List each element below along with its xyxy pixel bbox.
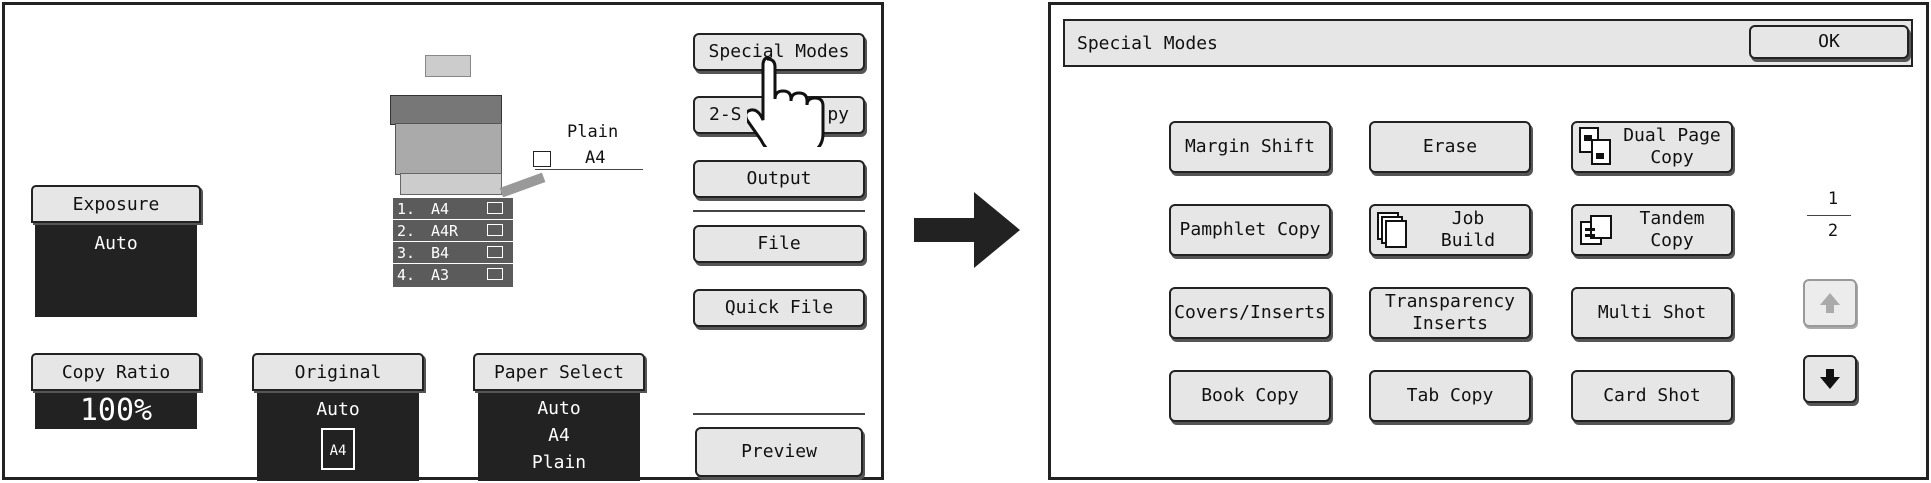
- page-current: 1: [1827, 189, 1839, 209]
- dual-page-icon: [1579, 127, 1613, 167]
- button-label: Copy: [1650, 230, 1694, 251]
- bypass-underline: [535, 169, 643, 170]
- tray-row[interactable]: 2.A4R: [393, 219, 513, 241]
- erase-button[interactable]: Erase: [1369, 121, 1531, 173]
- page-up-button[interactable]: [1803, 279, 1857, 327]
- button-label: Book Copy: [1201, 385, 1299, 406]
- tray-row[interactable]: 3.B4: [393, 241, 513, 263]
- button-label: Tandem: [1639, 208, 1705, 229]
- button-label-group: Transparency Inserts: [1385, 291, 1515, 335]
- file-button[interactable]: File: [693, 225, 865, 263]
- arrow-down-icon: [1820, 369, 1840, 389]
- bypass-tray-icon: [533, 151, 551, 167]
- exposure-value: Auto: [94, 233, 138, 254]
- tray-icon: [487, 246, 503, 258]
- covers-inserts-button[interactable]: Covers/Inserts: [1169, 287, 1331, 339]
- exposure-value-box: Auto: [35, 225, 197, 317]
- quick-file-button[interactable]: Quick File: [693, 289, 865, 327]
- button-label: Transparency: [1384, 291, 1516, 312]
- tray-icon: [487, 202, 503, 214]
- paper-select-value-3: Plain: [531, 452, 587, 473]
- button-label: Copy: [1650, 147, 1694, 168]
- title-bar: Special Modes OK: [1063, 19, 1913, 67]
- job-build-icon: [1377, 212, 1407, 250]
- bypass-paper-size: A4: [585, 148, 606, 168]
- button-label: Margin Shift: [1184, 136, 1316, 157]
- page-down-button[interactable]: [1803, 355, 1857, 403]
- pamphlet-copy-button[interactable]: Pamphlet Copy: [1169, 204, 1331, 256]
- original-value-box: Auto A4: [257, 393, 419, 481]
- card-shot-button[interactable]: Card Shot: [1571, 370, 1733, 422]
- right-arrow-icon: [914, 192, 1020, 268]
- paper-select-value-1: Auto: [537, 398, 581, 419]
- button-label: Tab Copy: [1406, 385, 1494, 406]
- special-modes-button[interactable]: Special Modes: [693, 33, 865, 71]
- tray-row[interactable]: 4.A3: [393, 263, 513, 285]
- button-label-group: Job Build: [1441, 208, 1495, 252]
- copy-ratio-value-box: 100%: [35, 393, 197, 429]
- book-copy-button[interactable]: Book Copy: [1169, 370, 1331, 422]
- ok-button[interactable]: OK: [1749, 25, 1909, 59]
- button-label: Pamphlet Copy: [1179, 219, 1321, 240]
- paper-select-value-box: Auto A4 Plain: [478, 393, 640, 481]
- exposure-button[interactable]: Exposure: [31, 185, 201, 223]
- button-label: Erase: [1422, 136, 1478, 157]
- bypass-paper-type: Plain: [567, 122, 619, 142]
- tray-icon: [487, 224, 503, 236]
- hand-pointer-icon: [747, 57, 825, 147]
- original-size: A4: [329, 443, 347, 459]
- copy-ratio-button[interactable]: Copy Ratio: [31, 353, 201, 391]
- preview-button[interactable]: Preview: [695, 427, 863, 477]
- original-value: Auto: [316, 399, 360, 420]
- special-modes-screen: Special Modes OK Margin Shift Erase Dual…: [1048, 2, 1929, 480]
- tray-icon: [487, 268, 503, 280]
- paper-select-value-2: A4: [548, 425, 570, 446]
- button-label: Card Shot: [1603, 385, 1701, 406]
- multi-shot-button[interactable]: Multi Shot: [1571, 287, 1733, 339]
- dual-page-copy-button[interactable]: Dual Page Copy: [1571, 121, 1733, 173]
- page-divider: [1807, 215, 1851, 216]
- paper-select-button[interactable]: Paper Select: [473, 353, 645, 391]
- button-label: Covers/Inserts: [1174, 302, 1326, 323]
- button-label: Multi Shot: [1597, 302, 1707, 323]
- two-sided-label-end: py: [827, 104, 849, 125]
- button-label-group: Tandem Copy: [1639, 208, 1704, 252]
- divider: [693, 210, 865, 212]
- button-label: Inserts: [1412, 313, 1488, 334]
- button-label: Build: [1440, 230, 1496, 251]
- copy-main-screen: 1.A4 2.A4R 3.B4 4.A3 Plain A4 Special Mo…: [2, 2, 884, 481]
- screen-title: Special Modes: [1077, 33, 1218, 54]
- copier-illustration: 1.A4 2.A4R 3.B4 4.A3: [385, 55, 565, 295]
- transparency-inserts-button[interactable]: Transparency Inserts: [1369, 287, 1531, 339]
- original-button[interactable]: Original: [252, 353, 424, 391]
- arrow-up-icon: [1820, 293, 1840, 313]
- margin-shift-button[interactable]: Margin Shift: [1169, 121, 1331, 173]
- button-label: Job: [1451, 208, 1485, 229]
- job-build-button[interactable]: Job Build: [1369, 204, 1531, 256]
- paper-trays: 1.A4 2.A4R 3.B4 4.A3: [393, 197, 513, 287]
- tray-row[interactable]: 1.A4: [393, 197, 513, 219]
- original-document-icon: A4: [321, 428, 355, 470]
- page-total: 2: [1827, 221, 1839, 241]
- tab-copy-button[interactable]: Tab Copy: [1369, 370, 1531, 422]
- divider: [693, 413, 865, 415]
- tandem-copy-icon: [1579, 212, 1613, 250]
- button-label: Dual Page: [1623, 125, 1721, 146]
- output-button[interactable]: Output: [693, 160, 865, 198]
- button-label-group: Dual Page Copy: [1623, 125, 1721, 169]
- copy-ratio-value: 100%: [79, 393, 153, 428]
- bypass-tray: [499, 172, 546, 198]
- two-sided-label-start: 2-S: [709, 104, 742, 125]
- tandem-copy-button[interactable]: Tandem Copy: [1571, 204, 1733, 256]
- scanner-lid: [425, 55, 471, 77]
